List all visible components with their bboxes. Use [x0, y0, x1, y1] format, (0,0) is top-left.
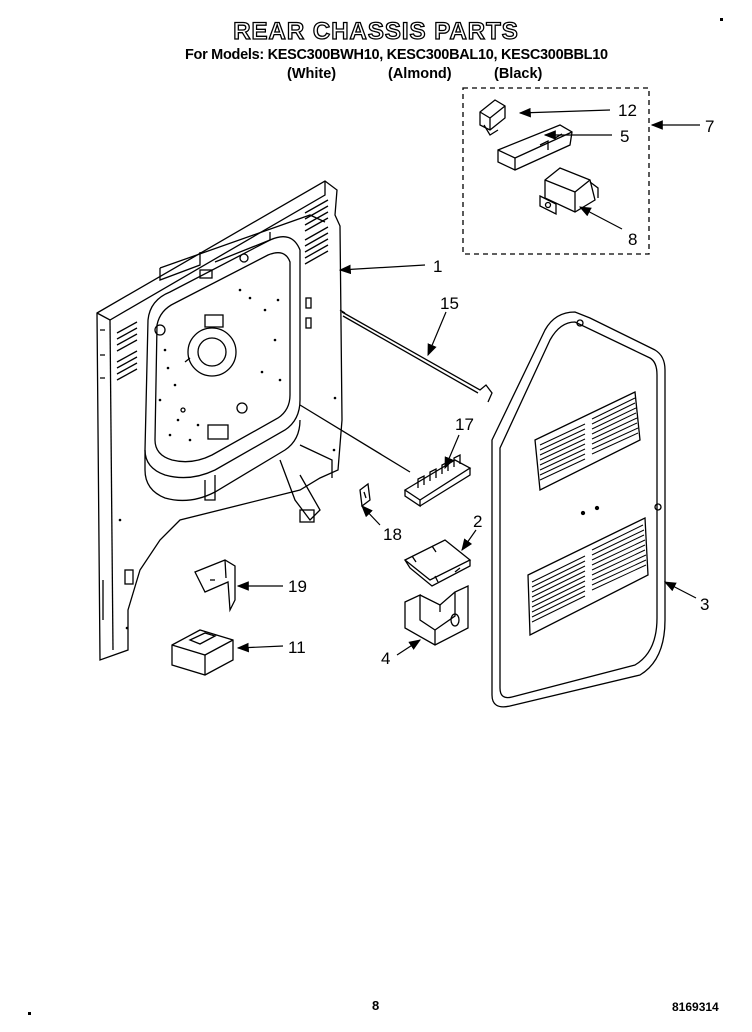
callout-17: 17 — [455, 415, 474, 434]
callout-1: 1 — [433, 257, 442, 276]
callout-3: 3 — [700, 595, 709, 614]
callout-18: 18 — [383, 525, 402, 544]
models-line: For Models: KESC300BWH10, KESC300BAL10, … — [185, 47, 608, 63]
variant-white: (White) — [287, 66, 337, 82]
callout-11: 11 — [288, 638, 306, 657]
corner-mark — [720, 18, 723, 21]
callout-15: 15 — [440, 294, 459, 313]
switch-part — [479, 99, 506, 136]
page-number: 8 — [372, 998, 380, 1013]
callout-8: 8 — [628, 230, 637, 249]
callout-7: 7 — [705, 117, 714, 136]
page-title: REAR CHASSIS PARTS — [233, 17, 519, 45]
mounting-plate-part — [403, 539, 472, 587]
small-bracket-part — [194, 559, 236, 613]
bracket-plate-part — [497, 124, 573, 171]
callout-5: 5 — [620, 127, 629, 146]
document-number: 8169314 — [672, 1000, 719, 1014]
corner-mark — [28, 1012, 31, 1015]
callout-4: 4 — [381, 649, 390, 668]
panel-rivet-dots — [118, 288, 337, 630]
callout-19: 19 — [288, 577, 307, 596]
wire-bracket-part — [299, 404, 472, 508]
leader-lines — [236, 107, 700, 656]
callout-12: 12 — [618, 101, 637, 120]
box-bracket-part — [404, 584, 469, 646]
rear-chassis-panel — [96, 180, 343, 661]
variant-black: (Black) — [494, 66, 543, 82]
clip-part — [359, 482, 371, 508]
assembly-group-box — [462, 87, 650, 255]
control-module-part — [171, 629, 234, 676]
callout-2: 2 — [473, 512, 482, 531]
variant-almond: (Almond) — [388, 66, 452, 82]
rear-cover-panel — [491, 311, 666, 708]
rod-part — [339, 309, 493, 403]
motor-part — [539, 167, 599, 216]
